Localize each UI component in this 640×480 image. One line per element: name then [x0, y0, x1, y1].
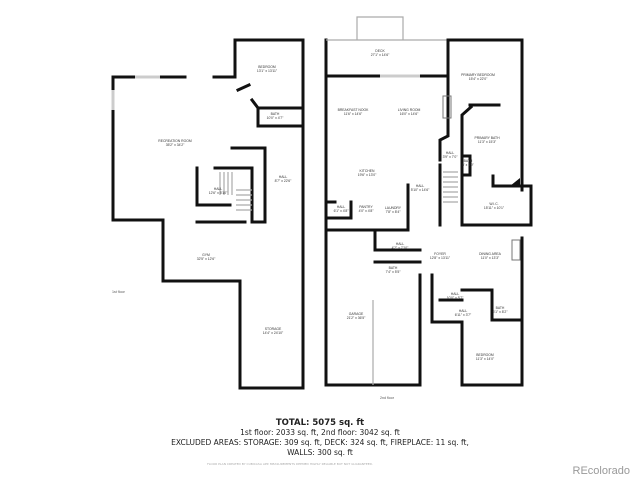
room-dimensions: 4'2" x 7'10" [392, 246, 410, 250]
room-name: LIVING ROOM [398, 108, 421, 112]
room-name: BATH [496, 306, 505, 310]
room-name: BATH [271, 112, 280, 116]
total-area: TOTAL: 5075 sq. ft [275, 418, 365, 428]
room-dimensions: 12'8" x 13'11" [430, 256, 451, 260]
room-name: BEDROOM [476, 353, 494, 357]
room-name: HALL [451, 292, 460, 296]
room-name: W.I.C. [489, 202, 498, 206]
room-label: W.I.C.15'11" x 10'1" [484, 202, 505, 210]
floor-label-1st: 1st floor [112, 290, 126, 294]
room-dimensions: 15'11" x 10'1" [484, 206, 505, 210]
room-dimensions: 6'11" x 3'7" [455, 313, 472, 317]
room-name: GYM [202, 253, 210, 257]
room-dimensions: 4'0" x 4'8" [359, 209, 375, 213]
room-name: FOYER [434, 252, 446, 256]
room-name: RECREATION ROOM [158, 139, 192, 143]
floor-label-2nd: 2nd floor [380, 396, 395, 400]
room-dimensions: 5' x 3'9" [462, 163, 475, 167]
room-dimensions: 7'8" x 8'4" [386, 210, 402, 214]
room-dimensions: 3'9" x 7'0" [443, 155, 459, 159]
room-name: HALL [214, 187, 223, 191]
room-name: HALL [416, 184, 425, 188]
room-name: PRIMARY BATH [474, 136, 500, 140]
room-dimensions: 16'0" x 14'6" [400, 112, 419, 116]
room-dimensions: 7'4" x 5'5" [386, 270, 402, 274]
brand-logo: REcolorado [572, 465, 630, 477]
room-name: BREAKFAST NOOK [338, 108, 370, 112]
room-dimensions: 35'2" x 34'2" [166, 143, 185, 147]
room-dimensions: 5'10" x 14'6" [411, 188, 430, 192]
room-dimensions: 19'6" x 13'0" [358, 173, 377, 177]
room-dimensions: 8'7" x 22'6" [275, 179, 293, 183]
walls-area: WALLS: 300 sq. ft [287, 448, 353, 457]
room-dimensions: 10'0" x 4'7" [267, 116, 285, 120]
room-name: BATH [464, 159, 473, 163]
room-dimensions: 11'3" x 15'3" [478, 140, 497, 144]
room-name: DECK [375, 49, 385, 53]
room-name: HALL [337, 205, 346, 209]
room-dimensions: 21'2" x 36'5" [347, 316, 366, 320]
room-name: KITCHEN [360, 169, 375, 173]
room-dimensions: 15'4" x 22'0" [469, 77, 488, 81]
room-dimensions: 13'1" x 13'11" [257, 69, 278, 73]
room-dimensions: 11'0" x 13'3" [481, 256, 500, 260]
room-name: BEDROOM [258, 65, 276, 69]
room-name: HALL [459, 309, 468, 313]
room-name: LAUNDRY [385, 206, 402, 210]
room-name: HALL [446, 151, 455, 155]
room-dimensions: 32'5" x 12'6" [197, 257, 216, 261]
second-floor-walls [324, 16, 533, 387]
room-dimensions: 10'0" x 5'7" [447, 296, 465, 300]
room-name: PANTRY [359, 205, 373, 209]
excluded-areas: EXCLUDED AREAS: STORAGE: 309 sq. ft, DEC… [171, 438, 469, 447]
room-name: BATH [389, 266, 398, 270]
disclaimer: FLOOR PLAN CREATED BY CUBICASA APP. MEAS… [207, 462, 373, 466]
room-dimensions: 12'6" x 5'10" [209, 191, 228, 195]
room-name: HALL [396, 242, 405, 246]
room-dimensions: 6'1" x 4'8" [334, 209, 350, 213]
floor-areas: 1st floor: 2033 sq. ft, 2nd floor: 3042 … [240, 428, 400, 437]
room-name: HALL [279, 175, 288, 179]
room-dimensions: 6'1" x 8'2" [493, 310, 509, 314]
room-dimensions: 11'3" x 14'0" [476, 357, 495, 361]
room-dimensions: 11'6" x 14'6" [344, 112, 363, 116]
room-dimensions: 27'1" x 14'6" [371, 53, 390, 57]
room-name: STORAGE [265, 327, 282, 331]
room-name: GARAGE [349, 312, 364, 316]
room-name: PRIMARY BEDROOM [461, 73, 495, 77]
room-name: DINING AREA [479, 252, 502, 256]
first-floor-walls [111, 38, 305, 390]
room-dimensions: 14'4" x 24'10" [263, 331, 284, 335]
